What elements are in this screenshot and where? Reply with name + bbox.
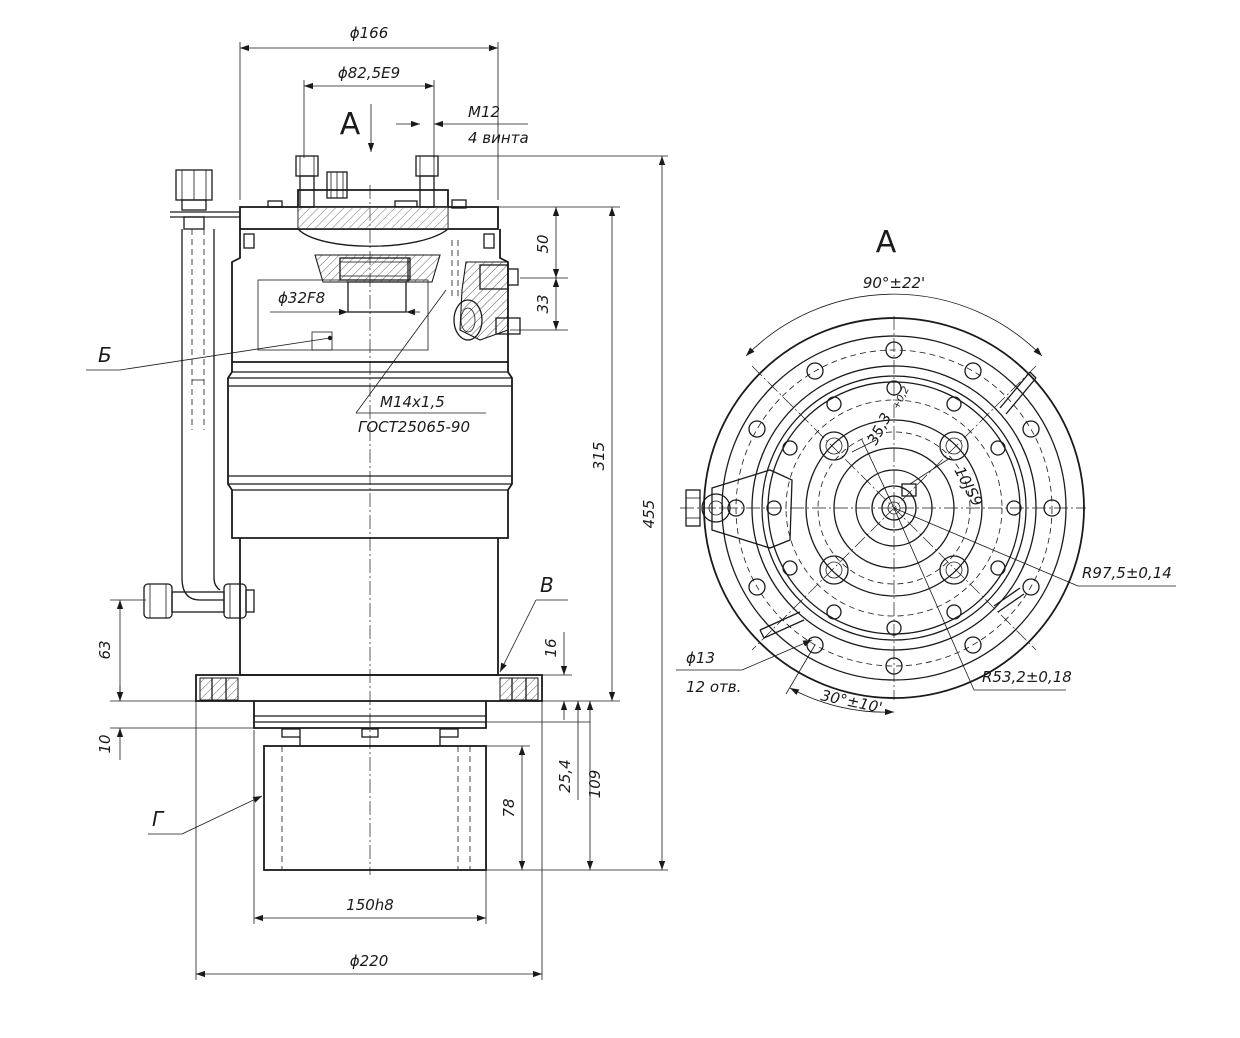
dim-d220: ϕ220 (350, 952, 389, 970)
dim-d13: ϕ13 (686, 649, 715, 667)
dim-50: 50 (534, 234, 552, 253)
dim-109: 109 (586, 770, 604, 799)
dim-63: 63 (96, 640, 114, 659)
dim-455: 455 (640, 500, 658, 529)
front-view: ϕ166 ϕ82,5E9 M12 4 винта A ϕ32F8 Б M14x1… (86, 24, 668, 980)
pin-bottom-left (759, 611, 805, 639)
dim-d166: ϕ166 (350, 24, 389, 42)
view-a-title: A (876, 225, 897, 260)
outer-flange-circle (703, 317, 1085, 699)
dim-150: 150h8 (346, 896, 394, 914)
dim-m12: M12 (468, 103, 500, 121)
hex-bolts (819, 431, 969, 585)
screw-left (295, 155, 319, 208)
top-cap (297, 189, 449, 207)
dim-angle90: 90°±22' (863, 274, 925, 292)
dim-16: 16 (542, 638, 560, 657)
label-b: Б (98, 343, 112, 367)
lower-cylinder (239, 538, 499, 676)
bottom-block (263, 745, 487, 871)
dim-12holes: 12 отв. (686, 678, 741, 696)
upper-housing (231, 229, 509, 363)
dim-gost: ГОСТ25065-90 (358, 418, 470, 436)
label-v: В (540, 573, 554, 597)
dim-r975: R97,5±0,14 (1082, 564, 1172, 582)
view-arrow-label: A (340, 107, 361, 142)
bottom-flange (195, 674, 543, 702)
dim-d32: ϕ32F8 (278, 289, 325, 307)
screw-right (415, 155, 439, 208)
pin-top-right (999, 371, 1037, 415)
dim-78: 78 (500, 798, 518, 817)
dim-33: 33 (534, 294, 552, 313)
dim-315: 315 (590, 442, 608, 471)
label-g: Г (152, 807, 165, 831)
dim-254: 25,4 (556, 759, 574, 792)
motor-body (227, 362, 513, 539)
dim-10: 10 (96, 734, 114, 753)
dim-10js9: 10JS9 (950, 463, 986, 509)
dim-353: 35,3 (864, 410, 896, 448)
inner-bolts (766, 380, 1022, 636)
dim-screws: 4 винта (468, 129, 529, 147)
adaptor (253, 701, 487, 729)
dim-m14: M14x1,5 (380, 393, 445, 411)
dim-r532: R53,2±0,18 (982, 668, 1072, 686)
view-a: A (676, 225, 1176, 717)
dim-d825: ϕ82,5E9 (338, 64, 400, 82)
oil-tube (143, 169, 255, 619)
oil-fitting-left (685, 469, 793, 549)
pin-bottom-right (993, 587, 1025, 613)
dim-angle30: 30°±10' (819, 686, 884, 717)
